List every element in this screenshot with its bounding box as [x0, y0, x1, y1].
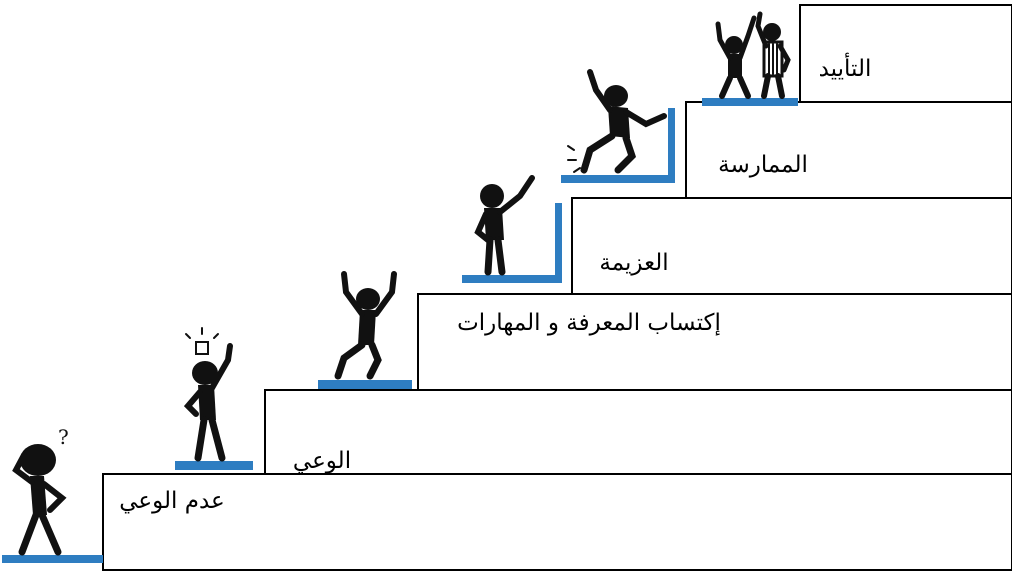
platform-6 — [702, 98, 798, 106]
step-box-4 — [571, 197, 1012, 295]
step-label-6: التأييد — [819, 52, 872, 82]
platform-3 — [318, 380, 412, 389]
step-label-5: الممارسة — [718, 152, 808, 178]
step-label-2: الوعي — [293, 448, 351, 474]
step-box-3 — [417, 293, 1012, 391]
step-box-6 — [799, 4, 1012, 103]
lightbulb-icon — [195, 341, 209, 355]
step-box-5 — [685, 101, 1012, 199]
step-label-1: عدم الوعي — [119, 488, 225, 514]
platform-2 — [175, 461, 253, 470]
idea-figure-icon — [183, 327, 233, 462]
step-box-2 — [264, 389, 1012, 487]
platform-1 — [2, 555, 103, 563]
platform-4-post — [555, 203, 562, 281]
celebrating-pair-icon — [715, 11, 791, 99]
step-box-1 — [102, 473, 1012, 571]
step-label-3: إكتساب المعرفة و المهارات — [457, 310, 721, 337]
thinking-figure-icon: ? — [12, 425, 69, 556]
platform-4 — [462, 275, 562, 283]
step-label-4: العزيمة — [599, 250, 668, 276]
platform-5-post — [668, 108, 675, 180]
reaching-figure-icon — [474, 175, 535, 276]
question-mark: ? — [58, 425, 69, 449]
cheering-figure-icon — [334, 271, 397, 380]
platform-5 — [561, 175, 675, 183]
platforms — [2, 98, 798, 563]
leaping-figure-icon — [567, 69, 667, 174]
